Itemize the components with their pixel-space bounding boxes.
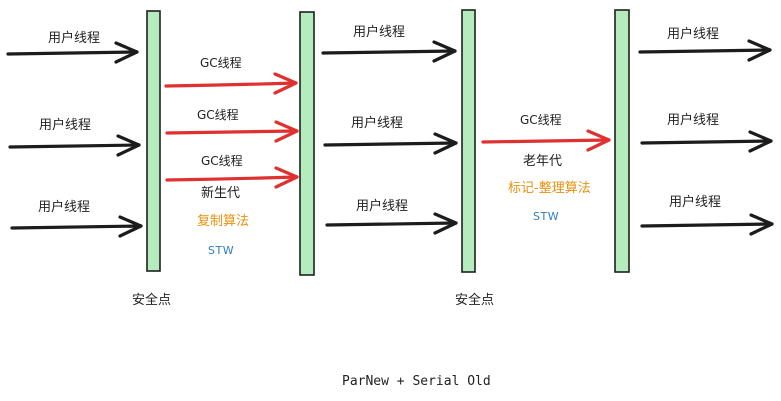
user-thread-arrow <box>640 213 774 236</box>
stw-label: STW <box>533 210 560 223</box>
user-thread-label: 用户线程 <box>667 27 720 42</box>
user-thread-arrow <box>638 39 772 62</box>
safepoint-barrier-1 <box>146 10 161 272</box>
user-thread-label: 用户线程 <box>48 31 101 46</box>
safepoint-label: 安全点 <box>132 293 172 308</box>
gc-thread-label: GC线程 <box>197 108 239 122</box>
user-thread-label: 用户线程 <box>356 199 409 214</box>
mark-compact-algorithm-label: 标记-整理算法 <box>508 181 591 196</box>
diagram-caption: ParNew + Serial Old <box>342 374 491 389</box>
gc-thread-label: GC线程 <box>520 113 562 127</box>
young-generation-label: 新生代 <box>201 186 241 201</box>
gc-thread-label: GC线程 <box>200 56 242 70</box>
user-thread-arrow <box>640 130 773 153</box>
user-thread-arrow <box>10 215 143 238</box>
gc-thread-arrow <box>165 120 299 143</box>
young-gc-end-barrier <box>299 11 315 276</box>
stw-label: STW <box>208 244 235 257</box>
user-thread-arrow <box>8 134 141 157</box>
old-gc-end-barrier <box>614 9 630 273</box>
user-thread-arrow <box>321 40 457 63</box>
safepoint-label: 安全点 <box>455 293 495 308</box>
user-thread-label: 用户线程 <box>667 113 720 128</box>
old-generation-label: 老年代 <box>523 154 563 169</box>
user-thread-arrow <box>323 132 458 155</box>
user-thread-arrow <box>325 212 458 235</box>
user-thread-arrow <box>6 41 139 64</box>
user-thread-label: 用户线程 <box>351 116 404 131</box>
user-thread-label: 用户线程 <box>38 200 91 215</box>
gc-thread-arrow <box>481 129 611 152</box>
user-thread-label: 用户线程 <box>353 25 406 40</box>
user-thread-label: 用户线程 <box>669 195 722 210</box>
user-thread-label: 用户线程 <box>39 118 92 133</box>
gc-thread-label: GC线程 <box>201 154 243 168</box>
gc-thread-arrow <box>164 72 298 95</box>
copy-algorithm-label: 复制算法 <box>197 214 250 229</box>
safepoint-barrier-2 <box>461 9 476 273</box>
gc-thread-arrow <box>165 166 299 189</box>
